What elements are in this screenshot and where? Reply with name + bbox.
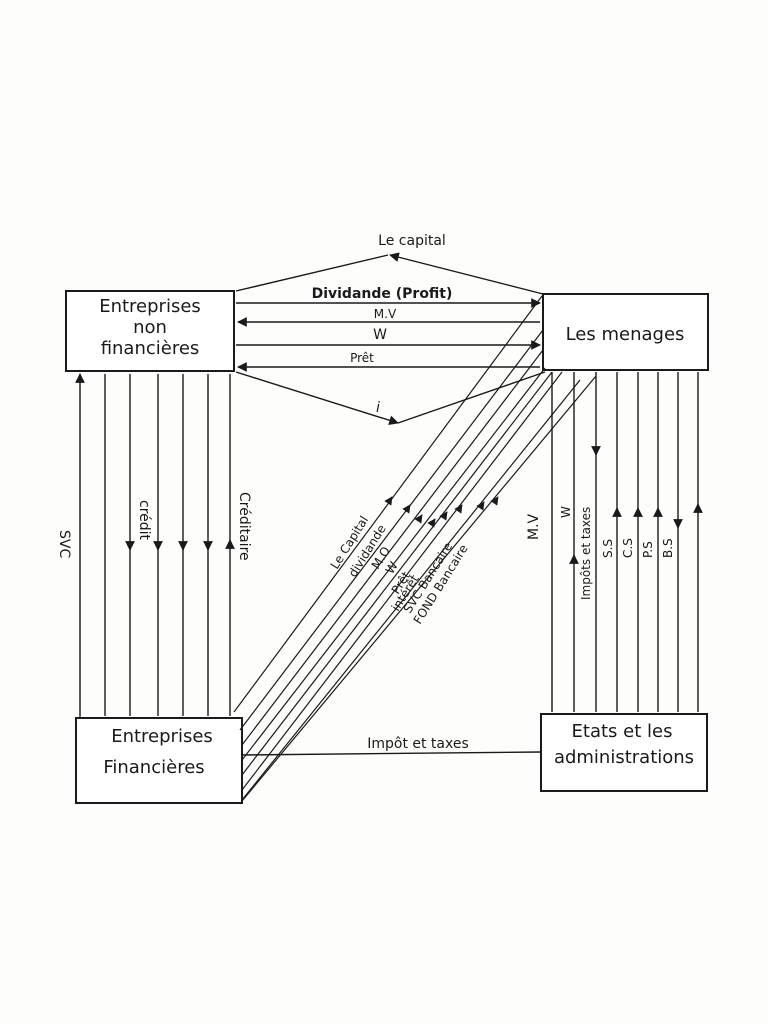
label-right-mv: M.V	[526, 513, 542, 540]
node-entreprises-non-financieres: Entreprises non financières	[65, 290, 235, 372]
diag-arrow-2	[402, 504, 411, 514]
node-etats-administrations: Etats et les administrations	[540, 713, 708, 792]
label-right-ss: S.S	[601, 539, 615, 558]
node-enf-line-1: Entreprises	[99, 296, 201, 317]
label-credit: crédit	[136, 500, 152, 541]
diag-line-6	[241, 371, 563, 791]
i-arrow	[235, 371, 399, 426]
capital-line-left	[235, 254, 389, 292]
node-entreprises-financieres: Entreprises Financières	[75, 717, 243, 804]
diag-arrow-8	[490, 496, 499, 506]
node-etat-line-2: administrations	[554, 747, 694, 768]
right-flows: M.V W Impôts et taxes S.S C.S P.S B.S	[526, 372, 703, 712]
bottom-flow: Impôt et taxes	[241, 736, 542, 756]
diag-arrow-3	[414, 514, 423, 524]
label-right-ps: P.S	[641, 541, 655, 558]
diag-arrow-6	[454, 504, 463, 514]
label-right-w: W	[559, 506, 573, 518]
label-bottom-impots: Impôt et taxes	[367, 736, 469, 752]
bottom-flow-line	[241, 751, 542, 756]
diag-line-3	[241, 349, 544, 746]
label-dividende: Dividande (Profit)	[312, 286, 453, 302]
diag-arrow-7	[476, 501, 485, 511]
node-menages-label: Les menages	[566, 324, 685, 345]
label-right-cs: C.S	[621, 538, 635, 558]
diag-arrow-1	[384, 496, 393, 506]
diag-arrow-4	[427, 518, 436, 528]
label-capital: Le capital	[378, 233, 446, 249]
label-pret: Prêt	[350, 351, 374, 365]
label-w: W	[373, 327, 387, 343]
diag-line-2	[239, 329, 544, 731]
label-mv: M.V	[374, 307, 397, 321]
diag-line-8	[241, 375, 597, 802]
diag-line-1	[233, 295, 543, 713]
diag-line-7	[241, 379, 581, 801]
node-etat-line-1: Etats et les	[572, 721, 673, 742]
left-flows: SVC crédit Créditaire	[56, 373, 252, 718]
label-right-impots: Impôts et taxes	[579, 507, 593, 600]
diag-arrow-5	[439, 511, 448, 521]
label-svc: SVC	[56, 530, 72, 558]
node-les-menages: Les menages	[542, 293, 709, 371]
label-right-bs: B.S	[661, 538, 675, 558]
label-creditaire: Créditaire	[236, 492, 252, 561]
node-enf-line-2: non	[133, 317, 167, 338]
capital-arrow	[389, 252, 544, 295]
top-flows: Le capital Dividande (Profit) M.V W Prêt…	[235, 233, 546, 426]
node-enf-line-3: financières	[101, 338, 200, 359]
node-ef-line-2: Financières	[103, 757, 204, 778]
diag-line-4	[241, 367, 546, 761]
label-i: i	[376, 400, 380, 416]
node-ef-line-1: Entreprises	[111, 726, 213, 747]
diag-line-5	[241, 371, 553, 776]
